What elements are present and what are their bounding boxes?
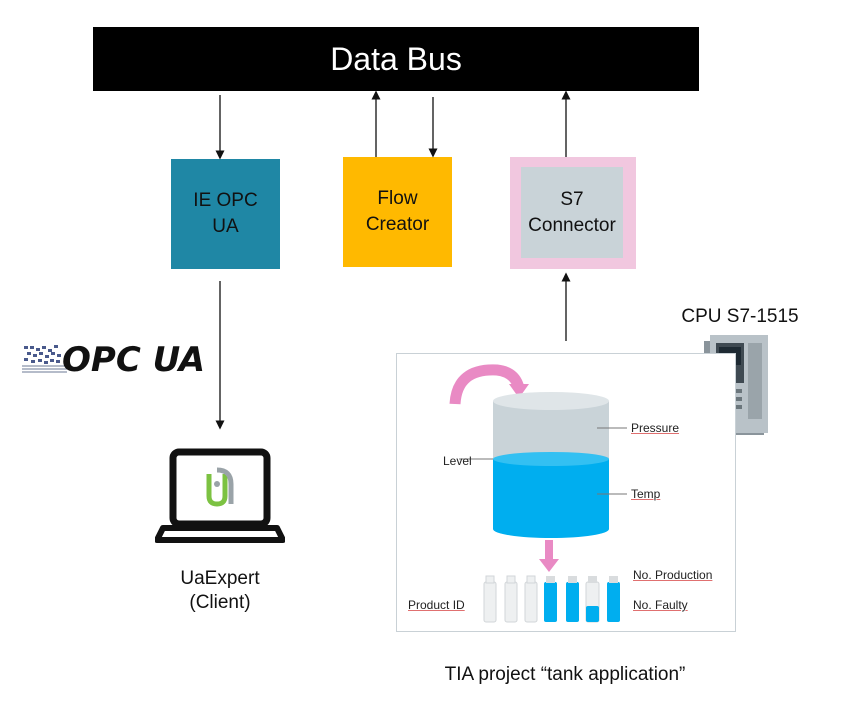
- data-bus: Data Bus: [93, 27, 699, 91]
- uaexpert-logo-icon: [206, 467, 234, 507]
- tia-project-caption: TIA project “tank application”: [444, 664, 686, 685]
- no-production-label: No. Production: [633, 568, 713, 582]
- pressure-label: Pressure: [631, 421, 680, 435]
- opc-logo-text: OPC UA: [62, 340, 206, 380]
- laptop-icon: [155, 448, 285, 543]
- level-label: Level: [443, 454, 472, 468]
- product-id-label: Product ID: [408, 598, 465, 612]
- cpu-label: CPU S7-1515: [681, 306, 799, 327]
- no-faulty-label: No. Faulty: [633, 598, 688, 612]
- bottle-row: [483, 575, 620, 623]
- tank-application-panel: Level Pressure Temp No. Production No. F…: [396, 353, 736, 632]
- tank-illustration: [449, 364, 627, 623]
- s7-connector-box: S7 Connector: [521, 167, 623, 258]
- ie-opc-ua-box: IE OPC UA: [171, 159, 280, 269]
- flow-creator-box: Flow Creator: [343, 157, 452, 267]
- opc-ua-logo: OPC UA: [22, 340, 207, 380]
- opc-logo-graphic: [22, 345, 67, 373]
- temp-label: Temp: [631, 487, 661, 501]
- client-label: UaExpert (Client): [180, 568, 260, 613]
